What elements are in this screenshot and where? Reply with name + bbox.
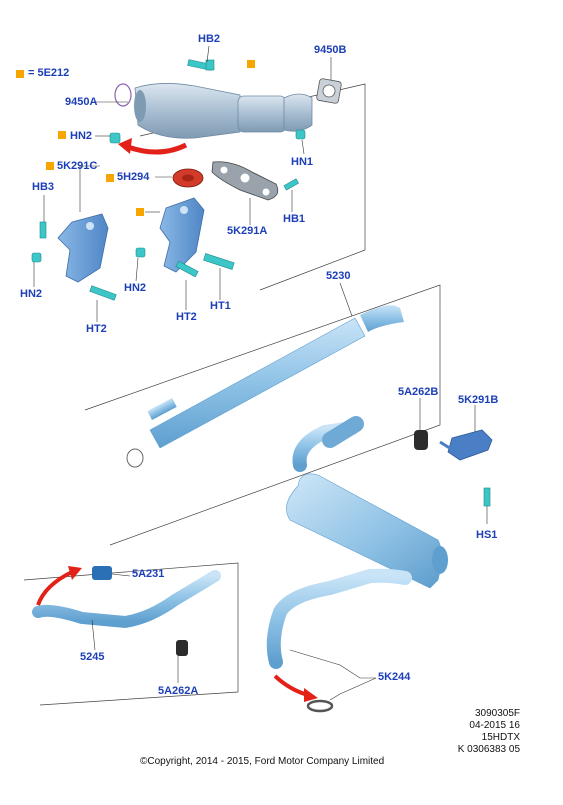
fasteners xyxy=(31,59,491,507)
marker-5k291c xyxy=(46,162,54,170)
label-5a231: 5A231 xyxy=(132,568,165,580)
marker-hn2 xyxy=(58,131,66,139)
label-hn2-mid: HN2 xyxy=(124,282,147,294)
gasket-5k291a xyxy=(211,161,279,201)
frame-lower-left xyxy=(23,562,239,706)
bolt-hb3 xyxy=(39,221,47,239)
nut-hn2-top xyxy=(109,132,121,144)
nut-hn2-mid xyxy=(135,247,146,258)
stud-ht1 xyxy=(203,253,235,270)
label-hn2-left: HN2 xyxy=(20,288,43,300)
mount-5a262a xyxy=(176,640,188,656)
label-9450a: 9450A xyxy=(65,96,98,108)
frame-center xyxy=(84,284,441,546)
label-5230: 5230 xyxy=(326,270,351,282)
label-hn2-top: HN2 xyxy=(70,130,93,142)
label-ht2-mid: HT2 xyxy=(176,311,197,323)
bolt-hb1 xyxy=(283,178,299,191)
legend-symbol xyxy=(16,70,24,78)
label-5a262a: 5A262A xyxy=(158,685,199,697)
red-arrows xyxy=(36,138,318,702)
label-hb2: HB2 xyxy=(198,33,221,45)
bolt-hs1 xyxy=(483,487,491,507)
label-5k244: 5K244 xyxy=(378,671,411,683)
arrow-hn2-5h294 xyxy=(127,142,188,155)
legend-label: = 5E212 xyxy=(28,67,70,79)
copyright: ©Copyright, 2014 - 2015, Ford Motor Comp… xyxy=(140,756,385,767)
code-3: 15HDTX xyxy=(481,732,520,743)
label-hb3: HB3 xyxy=(32,181,55,193)
label-9450b: 9450B xyxy=(314,44,347,56)
arrow-5k244 xyxy=(273,674,309,697)
gasket-5h294 xyxy=(172,168,204,188)
front-pipe-5245 xyxy=(32,566,221,629)
catalytic-converter xyxy=(114,83,313,139)
label-ht1: HT1 xyxy=(210,300,231,312)
clamp-5k244 xyxy=(306,699,334,713)
arrow-5a231 xyxy=(36,570,73,606)
label-hb1: HB1 xyxy=(283,213,306,225)
label-5245: 5245 xyxy=(80,651,105,663)
label-ht2-left: HT2 xyxy=(86,323,107,335)
gasket-9450b xyxy=(316,78,342,104)
bracket-5k291-center xyxy=(159,197,205,273)
bracket-5k291c xyxy=(57,213,109,283)
connector-5a231 xyxy=(92,566,112,580)
rear-muffler xyxy=(266,416,448,669)
label-5k291c: 5K291C xyxy=(57,160,98,172)
marker-5h294 xyxy=(106,174,114,182)
code-2: 04-2015 16 xyxy=(469,720,520,731)
code-1: 3090305F xyxy=(474,708,520,719)
marker-catalyst xyxy=(247,60,255,68)
nut-hn1 xyxy=(295,129,306,140)
label-5k291b: 5K291B xyxy=(458,394,499,406)
leader-lines xyxy=(33,45,488,701)
rubber-mounts xyxy=(176,430,428,656)
mount-5a262b xyxy=(414,430,428,450)
label-5k291a: 5K291A xyxy=(227,225,268,237)
center-muffler-5230 xyxy=(126,305,404,468)
stud-ht2-left xyxy=(89,285,117,301)
label-5h294: 5H294 xyxy=(117,171,150,183)
marker-bracket xyxy=(136,208,144,216)
code-4: K 0306383 05 xyxy=(457,744,520,755)
label-hn1: HN1 xyxy=(291,156,314,168)
footer-codes: 3090305F 04-2015 16 15HDTX K 0306383 05 xyxy=(458,708,520,756)
bracket-5k291b xyxy=(439,429,493,461)
label-hs1: HS1 xyxy=(476,529,498,541)
stud-ht2-mid xyxy=(175,260,199,278)
nut-hn2-left xyxy=(31,252,42,263)
label-5a262b: 5A262B xyxy=(398,386,439,398)
